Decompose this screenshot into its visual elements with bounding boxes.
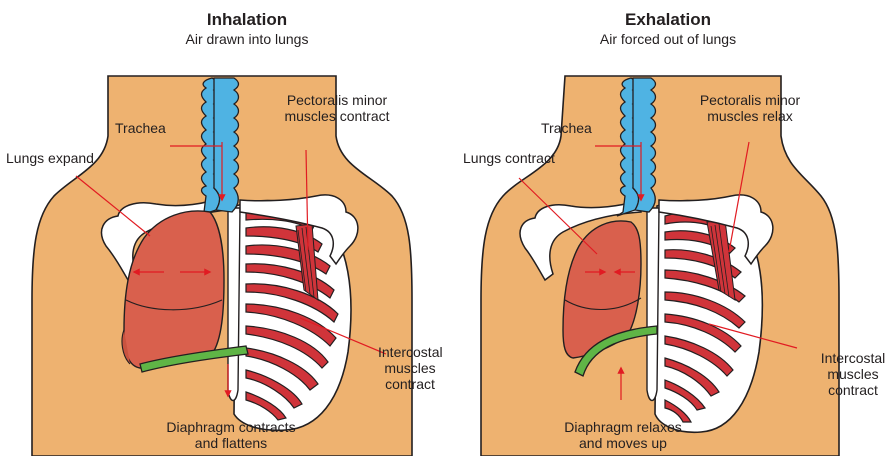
diaphragm-label-line2: and moves up [553,435,693,451]
intercostal-label-line2: muscles [819,366,887,382]
diaphragm-label-line1: Diaphragm contracts [156,419,306,435]
diaphragm-label: Diaphragm relaxes and moves up [553,419,693,451]
intercostal-label-line3: contract [378,376,442,392]
intercostal-label: Intercostal muscles contract [378,344,442,392]
exhalation-panel: Exhalation Air forced out of lungs Trach… [445,0,890,456]
diaphragm-label: Diaphragm contracts and flattens [156,419,306,451]
pectoralis-label: Pectoralis minor muscles relax [685,92,815,124]
intercostal-label: Intercostal muscles contract [819,350,887,398]
pectoralis-label-line1: Pectoralis minor [685,92,815,108]
pectoralis-label-line2: muscles relax [685,108,815,124]
trachea-label: Trachea [115,120,166,136]
lungs-label: Lungs expand [6,150,94,166]
trachea-label: Trachea [541,120,592,136]
panel-subtitle: Air forced out of lungs [573,31,763,47]
sternum [647,208,659,401]
panel-title: Inhalation [172,10,322,29]
panel-subtitle: Air drawn into lungs [162,31,332,47]
pectoralis-label: Pectoralis minor muscles contract [272,92,402,124]
panel-title: Exhalation [593,10,743,29]
intercostal-label-line3: contract [819,382,887,398]
inhalation-panel: Inhalation Air drawn into lungs Trachea … [0,0,445,456]
intercostal-label-line2: muscles [378,360,442,376]
diaphragm-label-line2: and flattens [156,435,306,451]
diaphragm-label-line1: Diaphragm relaxes [553,419,693,435]
pectoralis-label-line1: Pectoralis minor [272,92,402,108]
pectoralis-label-line2: muscles contract [272,108,402,124]
lungs-label: Lungs contract [463,150,555,166]
sternum [228,208,240,401]
intercostal-label-line1: Intercostal [819,350,887,366]
intercostal-label-line1: Intercostal [378,344,442,360]
